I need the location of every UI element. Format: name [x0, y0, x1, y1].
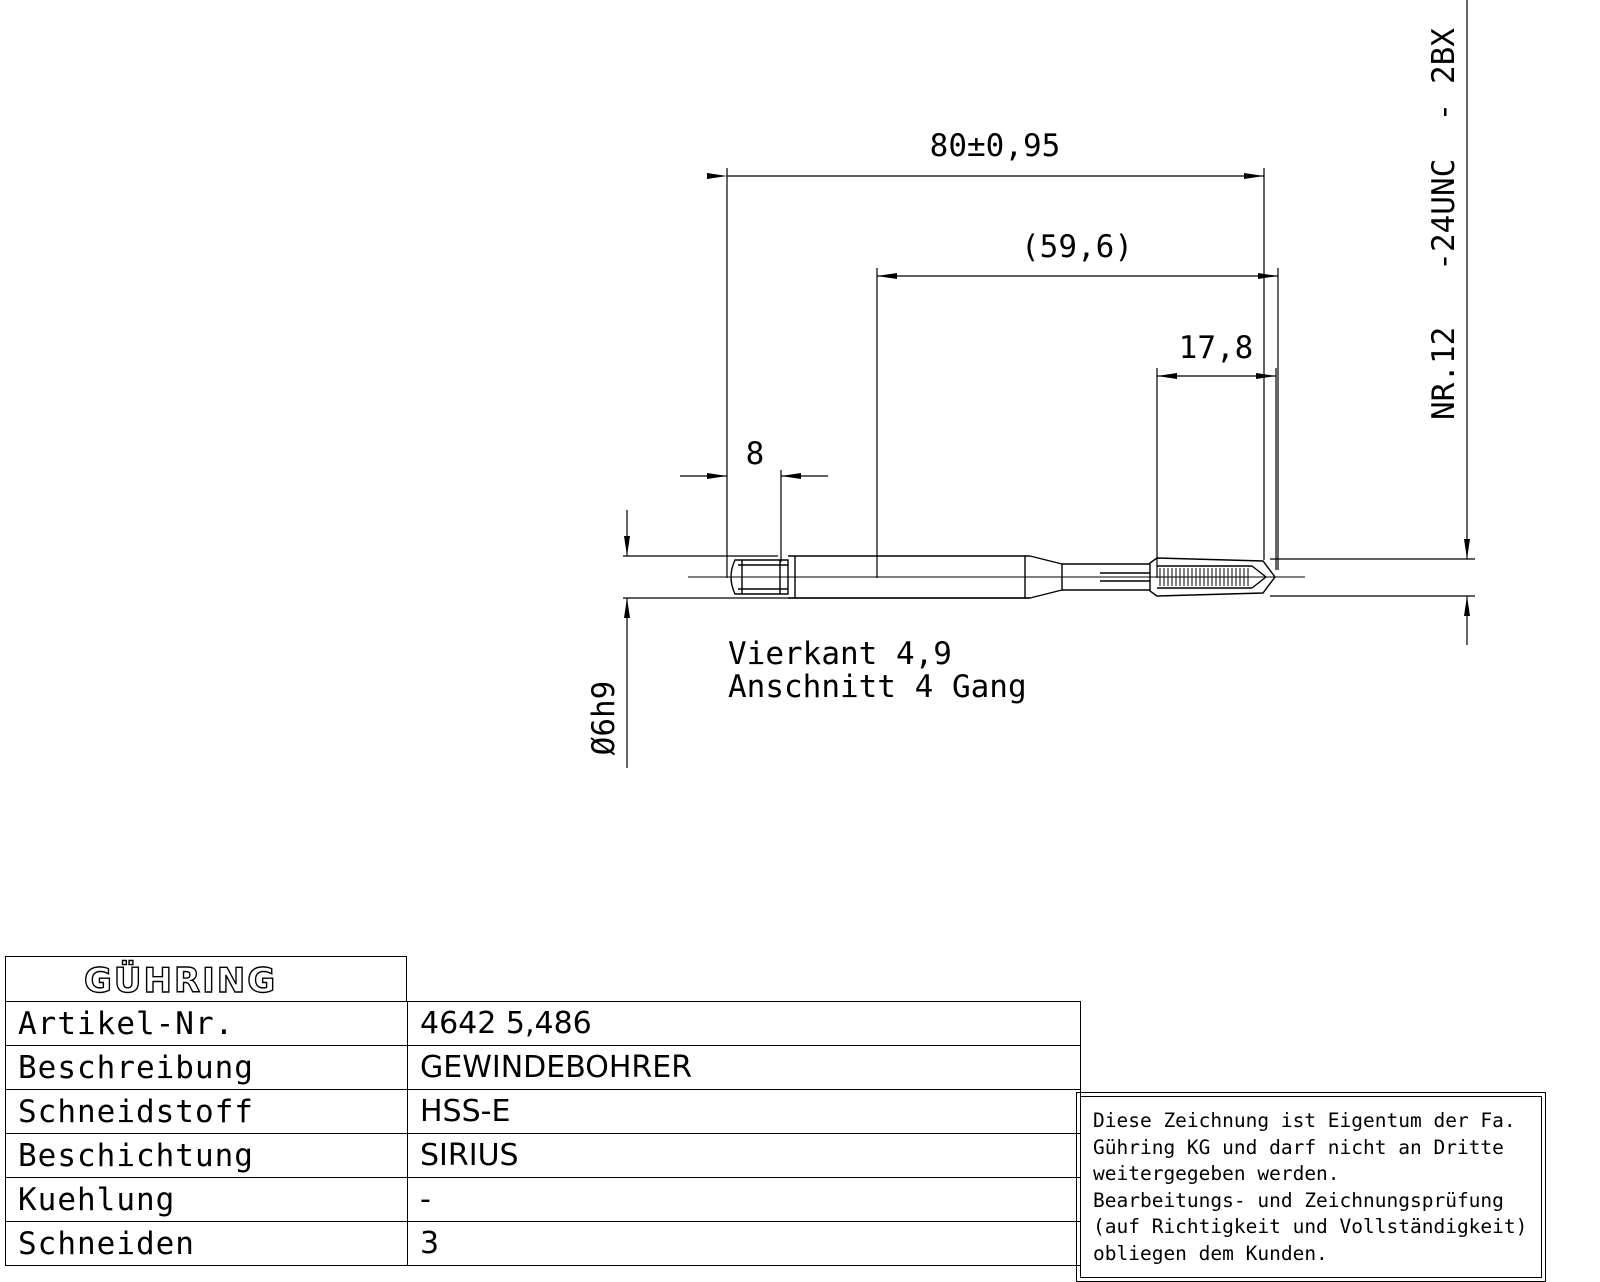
- notice-line: Gühring KG und darf nicht an Dritte: [1093, 1135, 1504, 1159]
- dim-thread-length: 17,8: [1179, 330, 1254, 366]
- logo-cell: GÜHRING: [5, 956, 407, 1002]
- notice-line: obliegen dem Kunden.: [1093, 1241, 1328, 1265]
- dim-shank-diameter: Ø6h9: [586, 681, 622, 756]
- dim-square-length: 8: [746, 436, 765, 472]
- table-row: Kuehlung-: [5, 1177, 1081, 1222]
- tap-outline: [688, 555, 1305, 599]
- dim-overall-length: 80±0,95: [930, 128, 1061, 164]
- table-row: Artikel-Nr.4642 5,486: [5, 1001, 1081, 1046]
- dimension-lines: [623, 0, 1475, 768]
- row-label: Beschreibung: [5, 1045, 408, 1090]
- row-label: Kuehlung: [5, 1177, 408, 1222]
- row-value: GEWINDEBOHRER: [407, 1045, 1081, 1090]
- row-label: Beschichtung: [5, 1133, 408, 1178]
- note-square: Vierkant 4,9: [728, 636, 952, 672]
- thread-designation: NR.12 -24UNC - 2BX: [1426, 28, 1462, 420]
- row-label: Schneidstoff: [5, 1089, 408, 1134]
- note-chamfer: Anschnitt 4 Gang: [728, 669, 1027, 705]
- row-value: -: [407, 1177, 1081, 1222]
- row-label: Schneiden: [5, 1221, 408, 1266]
- row-value: 3: [407, 1221, 1081, 1266]
- row-value: HSS-E: [407, 1089, 1081, 1134]
- company-logo: GÜHRING: [83, 961, 278, 1001]
- notice-line: weitergegeben werden.: [1093, 1162, 1340, 1185]
- row-value: 4642 5,486: [407, 1001, 1081, 1046]
- notice-line: Diese Zeichnung ist Eigentum der Fa.: [1093, 1109, 1516, 1132]
- dim-thread-to-shank: (59,6): [1021, 229, 1133, 265]
- row-value: SIRIUS: [407, 1133, 1081, 1178]
- dimension-arrows: [877, 273, 1278, 379]
- ownership-notice: Diese Zeichnung ist Eigentum der Fa. Gühr…: [1076, 1092, 1546, 1282]
- thread-hatch: [1159, 568, 1249, 586]
- notice-line: Bearbeitungs- und Zeichnungsprüfung: [1093, 1188, 1504, 1212]
- row-label: Artikel-Nr.: [5, 1001, 408, 1046]
- notice-frame: Diese Zeichnung ist Eigentum der Fa. Gühr…: [1080, 1096, 1542, 1278]
- notice-line: (auf Richtigkeit und Vollständigkeit): [1093, 1215, 1528, 1238]
